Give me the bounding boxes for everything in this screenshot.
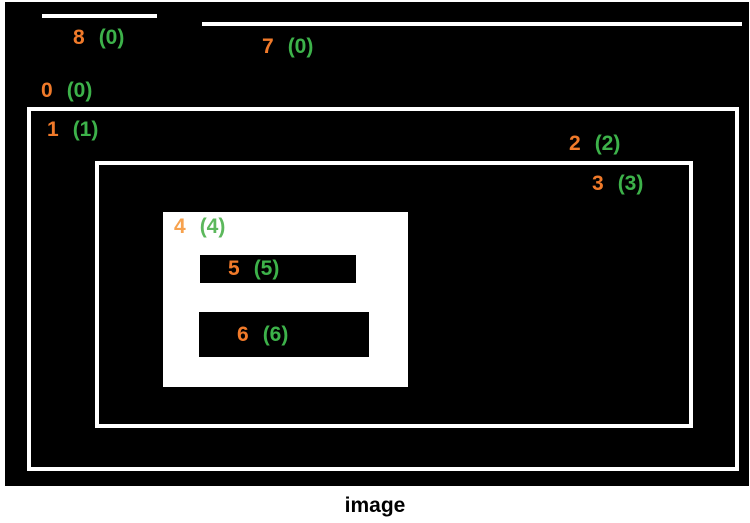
hole-rectangle-5 xyxy=(200,255,356,283)
image-caption: image xyxy=(344,494,406,517)
contour-parent: (0) xyxy=(98,26,125,49)
contour-index: 8 xyxy=(73,26,85,49)
filled-rectangle xyxy=(163,212,408,387)
contour-parent: (2) xyxy=(594,132,621,155)
contour-index: 2 xyxy=(569,132,581,155)
middle-rectangle xyxy=(95,161,693,428)
line-7 xyxy=(202,22,742,26)
contour-index: 6 xyxy=(237,323,249,346)
contour-parent: (0) xyxy=(287,35,314,58)
contour-parent: (4) xyxy=(199,215,226,238)
outer-rectangle xyxy=(27,107,739,471)
contour-parent: (0) xyxy=(66,79,93,102)
contour-label-2: 2 (2) xyxy=(569,133,620,154)
contour-index: 1 xyxy=(47,118,59,141)
contour-label-1: 1 (1) xyxy=(47,119,98,140)
contour-label-8: 8 (0) xyxy=(73,27,124,48)
contour-label-0: 0 (0) xyxy=(41,80,92,101)
contour-parent: (1) xyxy=(72,118,99,141)
contour-index: 3 xyxy=(592,172,604,195)
contour-label-4: 4 (4) xyxy=(174,216,225,237)
contour-label-5: 5 (5) xyxy=(228,258,279,279)
contour-label-3: 3 (3) xyxy=(592,173,643,194)
contour-index: 4 xyxy=(174,215,186,238)
contour-parent: (3) xyxy=(617,172,644,195)
contour-label-7: 7 (0) xyxy=(262,36,313,57)
hole-rectangle-6 xyxy=(199,312,369,357)
contour-image: 8(0) 7(0) 0(0) 1(1) 2(2) 3(3) 4(4) 5(5) … xyxy=(5,2,749,486)
contour-index: 0 xyxy=(41,79,53,102)
contour-parent: (6) xyxy=(262,323,289,346)
contour-index: 7 xyxy=(262,35,274,58)
contour-label-6: 6 (6) xyxy=(237,324,288,345)
contour-parent: (5) xyxy=(253,257,280,280)
contour-index: 5 xyxy=(228,257,240,280)
line-8 xyxy=(42,14,157,18)
